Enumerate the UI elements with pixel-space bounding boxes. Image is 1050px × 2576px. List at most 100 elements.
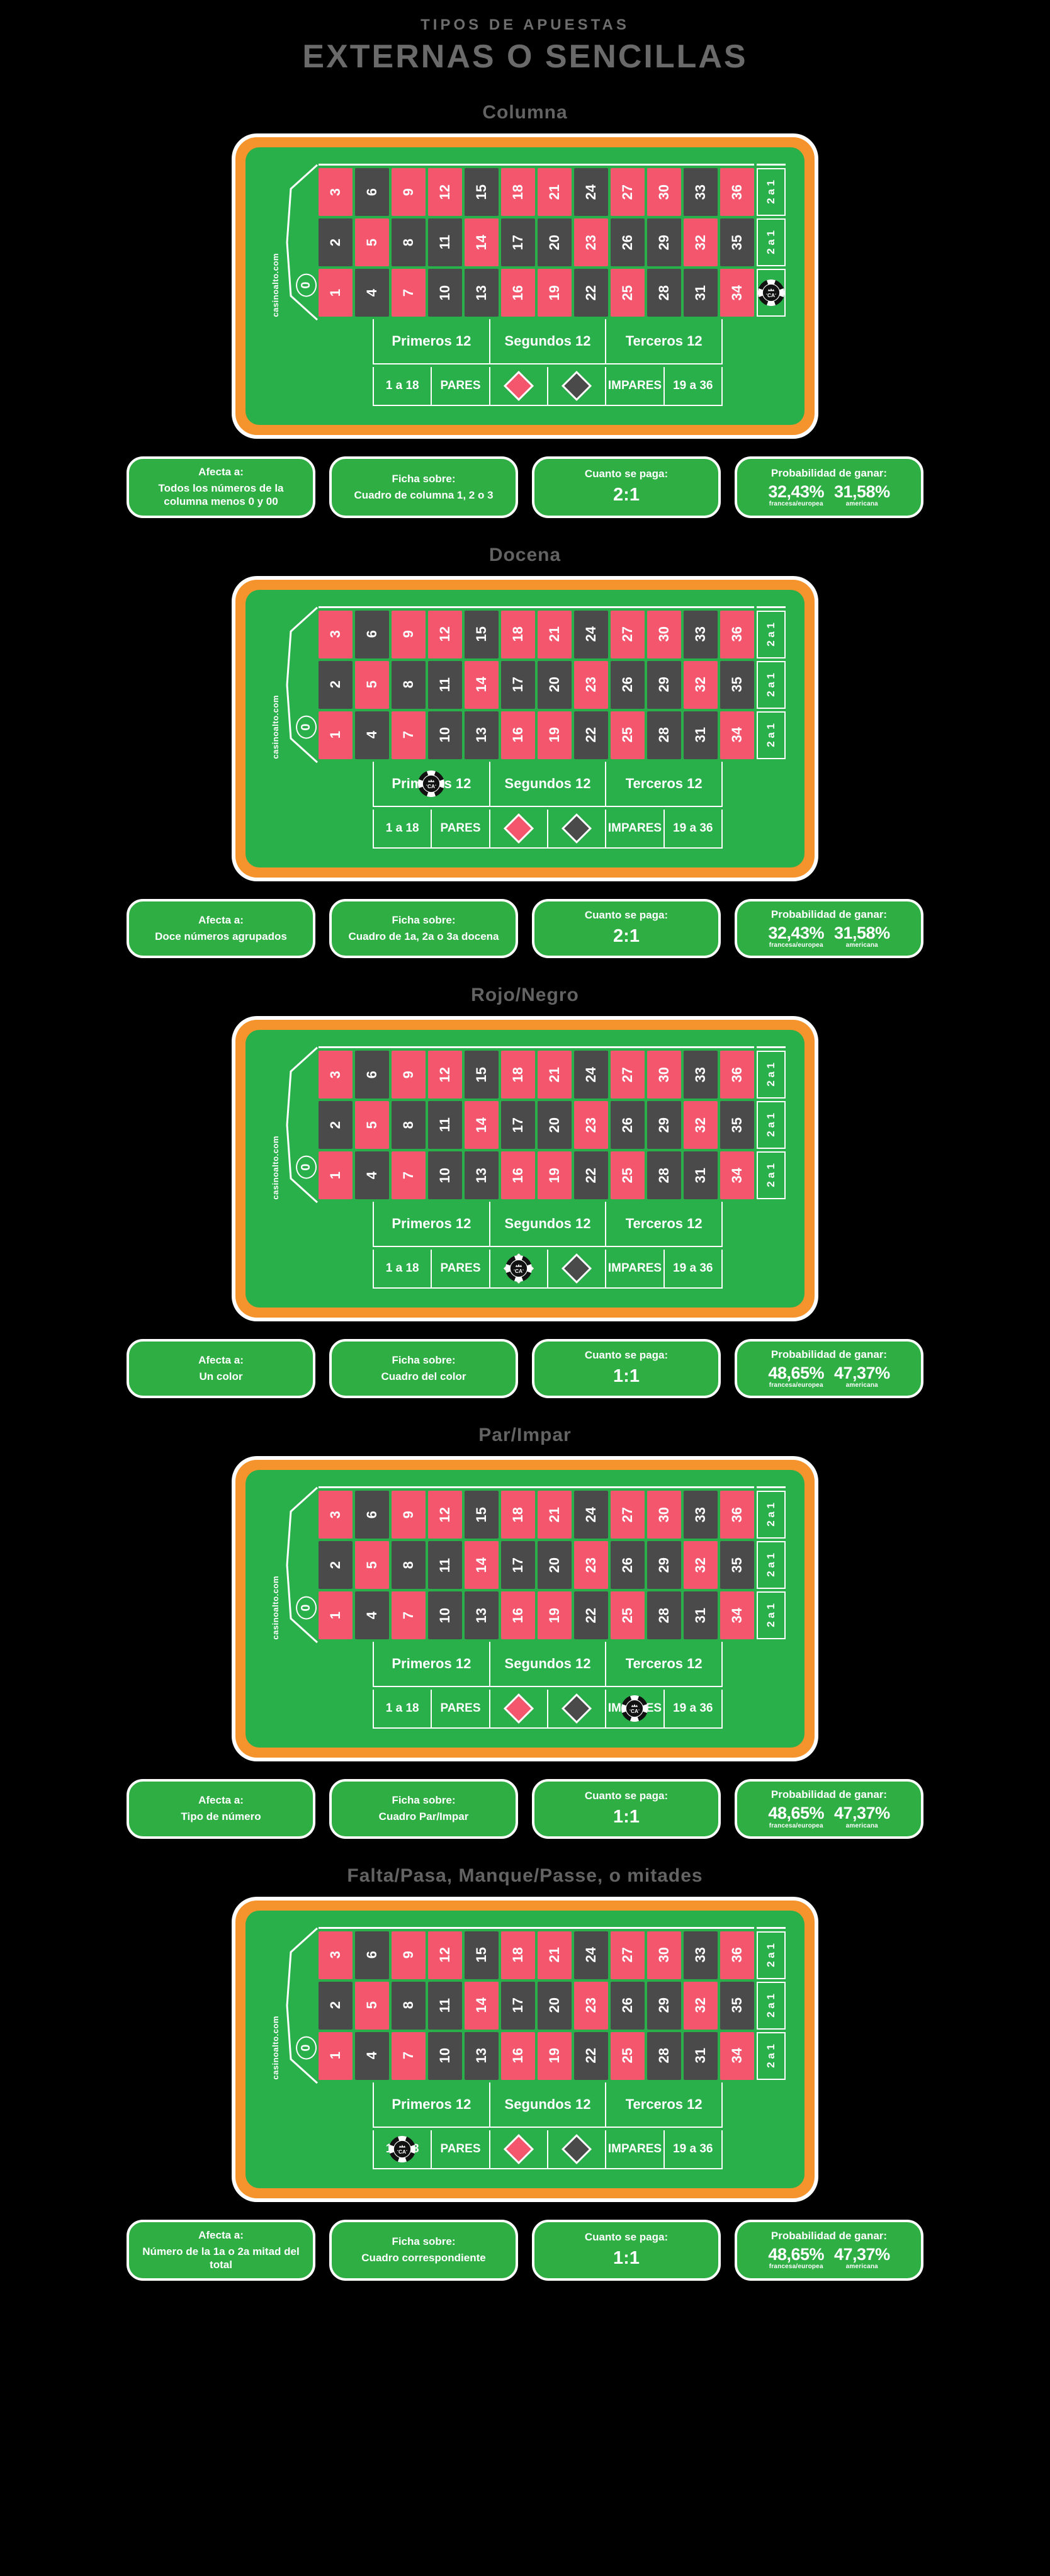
number-cell[interactable]: 5: [355, 1981, 389, 2030]
number-cell[interactable]: 20: [538, 1100, 572, 1149]
dozen-cell[interactable]: Primeros 12: [373, 1201, 490, 1247]
number-cell[interactable]: 23: [574, 660, 608, 709]
number-cell[interactable]: 31: [684, 711, 718, 759]
column-bet-cell[interactable]: 2 a 1: [757, 1981, 786, 2030]
outside-bet-cell[interactable]: [548, 2130, 607, 2169]
number-cell[interactable]: 29: [647, 1100, 681, 1149]
number-cell[interactable]: 18: [501, 168, 535, 216]
outside-bet-cell[interactable]: [490, 1690, 548, 1729]
outside-bet-cell[interactable]: [548, 1249, 607, 1289]
number-cell[interactable]: 32: [684, 1981, 718, 2030]
number-cell[interactable]: 14: [465, 660, 499, 709]
number-cell[interactable]: 23: [574, 1541, 608, 1590]
number-cell[interactable]: 3: [319, 1931, 353, 1979]
number-cell[interactable]: 22: [574, 1151, 608, 1199]
number-cell[interactable]: 33: [684, 1931, 718, 1979]
number-cell[interactable]: 30: [647, 1491, 681, 1539]
outside-bet-cell[interactable]: [490, 809, 548, 849]
outside-bet-cell[interactable]: [548, 367, 607, 406]
number-cell[interactable]: 2: [319, 660, 353, 709]
zero-pocket[interactable]: 0: [286, 1486, 319, 1729]
dozen-cell[interactable]: Terceros 12: [606, 761, 723, 807]
outside-bet-cell[interactable]: PARES: [432, 1249, 490, 1289]
outside-bet-cell[interactable]: PARES: [432, 367, 490, 406]
number-cell[interactable]: 2: [319, 1100, 353, 1149]
number-cell[interactable]: 13: [465, 2031, 499, 2080]
number-cell[interactable]: 24: [574, 1050, 608, 1099]
number-cell[interactable]: 20: [538, 1541, 572, 1590]
number-cell[interactable]: 12: [428, 1491, 462, 1539]
number-cell[interactable]: 29: [647, 218, 681, 266]
number-cell[interactable]: 1: [319, 269, 353, 317]
number-cell[interactable]: 32: [684, 1541, 718, 1590]
outside-bet-cell[interactable]: 1 a 18: [373, 809, 432, 849]
number-cell[interactable]: 2: [319, 1541, 353, 1590]
number-cell[interactable]: 1: [319, 1591, 353, 1640]
number-cell[interactable]: 35: [720, 1541, 754, 1590]
number-cell[interactable]: 18: [501, 1931, 535, 1979]
dozen-cell[interactable]: Segundos 12: [490, 1201, 607, 1247]
number-cell[interactable]: 27: [611, 168, 645, 216]
column-bet-cell[interactable]: 2 a 1: [757, 1591, 786, 1640]
number-cell[interactable]: 10: [428, 2031, 462, 2080]
number-cell[interactable]: 34: [720, 1591, 754, 1640]
column-bet-cell[interactable]: 2 a 1CA: [757, 269, 786, 317]
zero-pocket[interactable]: 0: [286, 606, 319, 849]
number-cell[interactable]: 34: [720, 2031, 754, 2080]
number-cell[interactable]: 23: [574, 1981, 608, 2030]
number-cell[interactable]: 31: [684, 1151, 718, 1199]
number-cell[interactable]: 19: [538, 2031, 572, 2080]
number-cell[interactable]: 36: [720, 168, 754, 216]
outside-bet-cell[interactable]: IMPARES: [606, 1249, 665, 1289]
number-cell[interactable]: 22: [574, 711, 608, 759]
number-cell[interactable]: 17: [501, 660, 535, 709]
number-cell[interactable]: 13: [465, 1151, 499, 1199]
number-cell[interactable]: 29: [647, 660, 681, 709]
number-cell[interactable]: 8: [392, 1541, 426, 1590]
number-cell[interactable]: 30: [647, 168, 681, 216]
dozen-cell[interactable]: Segundos 12: [490, 761, 607, 807]
number-cell[interactable]: 13: [465, 711, 499, 759]
dozen-cell[interactable]: Segundos 12: [490, 2082, 607, 2128]
number-cell[interactable]: 35: [720, 660, 754, 709]
outside-bet-cell[interactable]: [490, 2130, 548, 2169]
number-cell[interactable]: 21: [538, 1050, 572, 1099]
number-cell[interactable]: 35: [720, 218, 754, 266]
number-cell[interactable]: 14: [465, 1100, 499, 1149]
number-cell[interactable]: 6: [355, 1050, 389, 1099]
outside-bet-cell[interactable]: IMPARES: [606, 367, 665, 406]
number-cell[interactable]: 10: [428, 269, 462, 317]
number-cell[interactable]: 31: [684, 2031, 718, 2080]
dozen-cell[interactable]: Primeros 12: [373, 2082, 490, 2128]
number-cell[interactable]: 6: [355, 168, 389, 216]
number-cell[interactable]: 9: [392, 1931, 426, 1979]
number-cell[interactable]: 16: [501, 2031, 535, 2080]
column-bet-cell[interactable]: 2 a 1: [757, 2031, 786, 2080]
outside-bet-cell[interactable]: 1 a 18: [373, 1249, 432, 1289]
number-cell[interactable]: 20: [538, 1981, 572, 2030]
number-cell[interactable]: 28: [647, 269, 681, 317]
number-cell[interactable]: 3: [319, 1491, 353, 1539]
column-bet-cell[interactable]: 2 a 1: [757, 1151, 786, 1199]
number-cell[interactable]: 26: [611, 660, 645, 709]
outside-bet-cell[interactable]: IMPARES: [606, 809, 665, 849]
column-bet-cell[interactable]: 2 a 1: [757, 1100, 786, 1149]
outside-bet-cell[interactable]: CA: [490, 1249, 548, 1289]
number-cell[interactable]: 11: [428, 1981, 462, 2030]
number-cell[interactable]: 11: [428, 1541, 462, 1590]
number-cell[interactable]: 4: [355, 1591, 389, 1640]
number-cell[interactable]: 35: [720, 1100, 754, 1149]
number-cell[interactable]: 4: [355, 2031, 389, 2080]
number-cell[interactable]: 12: [428, 610, 462, 658]
number-cell[interactable]: 32: [684, 1100, 718, 1149]
number-cell[interactable]: 3: [319, 1050, 353, 1099]
outside-bet-cell[interactable]: 19 a 36: [664, 1690, 723, 1729]
number-cell[interactable]: 6: [355, 1931, 389, 1979]
number-cell[interactable]: 21: [538, 168, 572, 216]
number-cell[interactable]: 24: [574, 1491, 608, 1539]
outside-bet-cell[interactable]: PARES: [432, 809, 490, 849]
number-cell[interactable]: 4: [355, 711, 389, 759]
number-cell[interactable]: 28: [647, 711, 681, 759]
